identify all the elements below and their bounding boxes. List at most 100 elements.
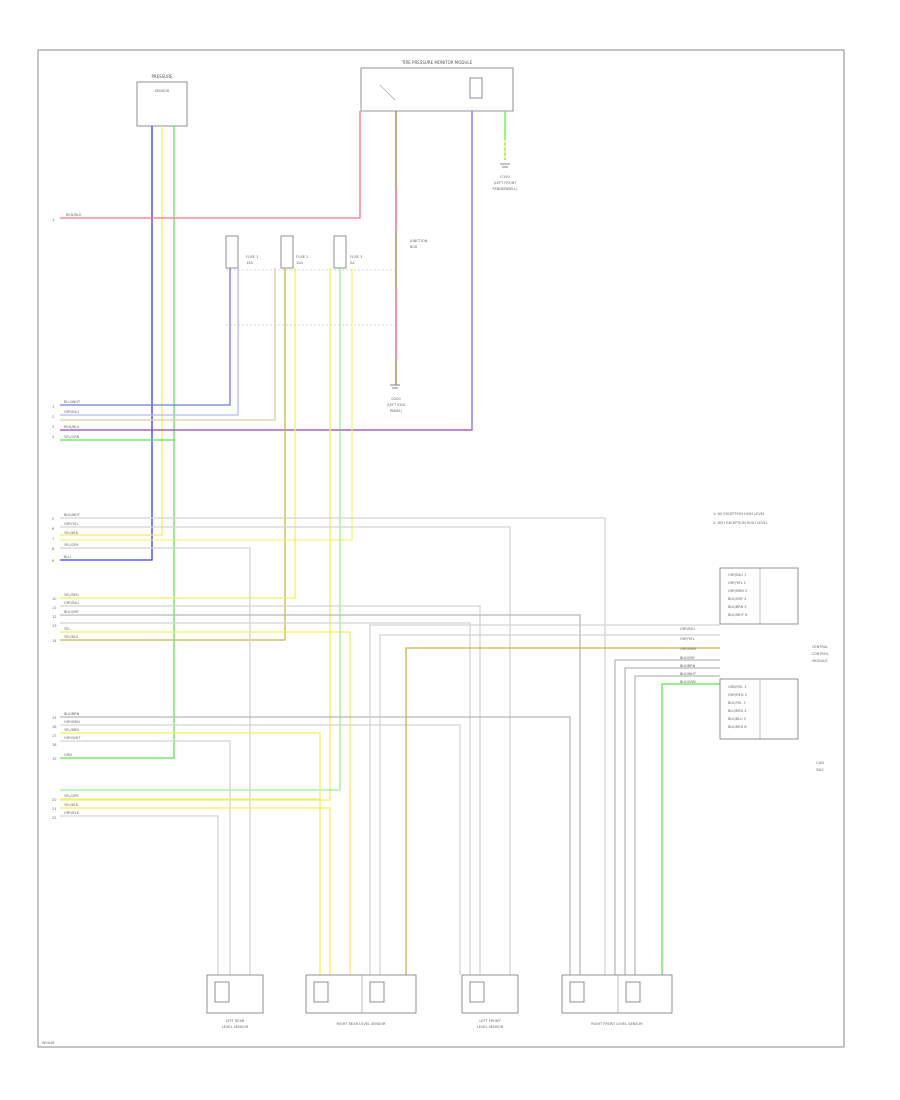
ground-mid-line3: PANEL) bbox=[390, 409, 403, 413]
g4-label-2: YEL/BRN bbox=[64, 728, 79, 732]
rm-label-3: BLK/GRY bbox=[680, 656, 696, 660]
pin-3: 3 bbox=[52, 425, 54, 429]
wires bbox=[60, 111, 720, 975]
fuse-block: FUSE 1 15A FUSE 2 10A FUSE 3 5A JUNCTION… bbox=[225, 235, 428, 326]
g5-label-1: YEL/BLK bbox=[64, 803, 79, 807]
right-bus-sub: BUS bbox=[816, 768, 824, 772]
right-module-labels: CENTRAL CONTROL MODULE CAN BUS bbox=[811, 645, 828, 772]
rm-label-1: GRY/YEL bbox=[680, 637, 695, 641]
rc-b-row-3: BLU/RED 4 bbox=[728, 709, 747, 713]
right-connector-a: GRY/BLU 1 GRY/YEL 2 GRY/BRN 3 BLK/GRY 4 … bbox=[719, 567, 799, 625]
pin-10: 10 bbox=[52, 597, 56, 601]
rc-a-row-1: GRY/YEL 2 bbox=[728, 581, 746, 585]
g2-label-2: YEL/BLK bbox=[64, 531, 79, 535]
junction-line2: BOX bbox=[410, 245, 418, 249]
sensor-left-front: LEFT FRONT LEVEL SENSOR bbox=[461, 974, 519, 1029]
pin-16: 16 bbox=[52, 725, 56, 729]
junction-line1: JUNCTION bbox=[409, 239, 428, 243]
ground-top-line1: G100 bbox=[500, 175, 509, 179]
rc-b-row-5: BLK/RED 6 bbox=[728, 725, 747, 729]
pin-21: 21 bbox=[52, 807, 56, 811]
rm-label-2: GRY/BRN bbox=[680, 647, 696, 651]
rm-label-5: BLK/WHT bbox=[680, 672, 697, 676]
right-module-title: CENTRAL bbox=[812, 645, 828, 649]
ground-top: G100 (LEFT FRONT FENDERWELL) bbox=[493, 111, 519, 191]
pin-12: 12 bbox=[52, 615, 56, 619]
fuse-a-sub: 15A bbox=[246, 261, 253, 265]
g5-label-2: GRY/BLK bbox=[64, 811, 80, 815]
g2-label-4: BLU bbox=[64, 555, 71, 559]
sensor-lr-line2: LEVEL SENSOR bbox=[222, 1025, 249, 1029]
sensor-right-front: RIGHT FRONT LEVEL SENSOR bbox=[561, 974, 673, 1026]
g4-label-1: GRY/BRN bbox=[64, 720, 80, 724]
pin-14: 14 bbox=[52, 639, 57, 643]
svg-text:1: 1 bbox=[52, 218, 54, 222]
ground-mid-line1: G200 bbox=[391, 397, 400, 401]
pin-11: 11 bbox=[52, 606, 56, 610]
pin-20: 20 bbox=[52, 798, 56, 802]
legend-item-2: 2: W/O EXCEPTION HIGH LEVEL bbox=[713, 521, 768, 525]
pin-17: 17 bbox=[52, 734, 56, 738]
g5-label-0: YEL/GRY bbox=[64, 794, 79, 798]
g2-label-1: GRY/YEL bbox=[64, 522, 79, 526]
rc-b-row-4: BLK/BLU 5 bbox=[728, 717, 746, 721]
rc-a-row-2: GRY/BRN 3 bbox=[728, 589, 747, 593]
g3-label-0: YEL/RED bbox=[64, 593, 79, 597]
fuse-b-label: FUSE 2 bbox=[296, 255, 308, 259]
rc-b-row-0: GRN/YEL 1 bbox=[728, 685, 747, 689]
pin-15: 15 bbox=[52, 716, 56, 720]
g3-label-4: YEL/BLU bbox=[64, 635, 79, 639]
pin-4: 4 bbox=[52, 435, 55, 439]
sensor-lf-line1: LEFT FRONT bbox=[479, 1019, 501, 1023]
sensor-left-rear: LEFT REAR LEVEL SENSOR bbox=[206, 974, 264, 1029]
rc-a-row-0: GRY/BLU 1 bbox=[728, 573, 746, 577]
rm-label-0: GRY/BLU bbox=[680, 627, 695, 631]
rc-b-row-2: BLK/YEL 3 bbox=[728, 701, 745, 705]
pin-7: 7 bbox=[52, 537, 54, 541]
right-mid-labels: GRY/BLU GRY/YEL GRY/BRN BLK/GRY BLK/BRN … bbox=[680, 627, 697, 684]
left-label-red: RED/BLU bbox=[66, 213, 82, 217]
pin-18: 18 bbox=[52, 743, 56, 747]
g4-label-0: BLK/BRN bbox=[64, 712, 80, 716]
ground-top-line3: FENDERWELL) bbox=[493, 187, 519, 191]
g2-label-0: BLK/WHT bbox=[64, 513, 81, 517]
fuse-c-sub: 5A bbox=[350, 261, 355, 265]
pin-22: 22 bbox=[52, 816, 56, 820]
ground-top-line2: (LEFT FRONT bbox=[494, 181, 518, 185]
sensor-right-rear: RIGHT REAR LEVEL SENSOR bbox=[305, 974, 417, 1026]
pin-5: 5 bbox=[52, 517, 54, 521]
ground-mid: G200 (LEFT KICK PANEL) bbox=[387, 384, 407, 413]
sensor-top-line1: PRESSURE bbox=[151, 74, 173, 79]
module-top-title: TIRE PRESSURE MONITOR MODULE bbox=[401, 60, 473, 65]
g1-label-3: YEL/GRN bbox=[64, 435, 80, 439]
fuse-a-label: FUSE 1 bbox=[246, 255, 258, 259]
rm-label-4: BLK/BRN bbox=[680, 664, 696, 668]
sensor-lr-line1: LEFT REAR bbox=[226, 1019, 245, 1023]
legend-item-1: 1: W/ EXCEPTION HIGH LEVEL bbox=[713, 512, 765, 516]
g1-label-1: GRY/BLU bbox=[64, 410, 79, 414]
ground-mid-line2: (LEFT KICK bbox=[387, 403, 407, 407]
g3-label-3: YEL bbox=[64, 627, 70, 631]
right-connector-b: GRN/YEL 1 GRY/RED 2 BLK/YEL 3 BLU/RED 4 … bbox=[719, 678, 799, 740]
sensor-rr-line1: RIGHT REAR LEVEL SENSOR bbox=[337, 1022, 386, 1026]
right-bus-title: CAN bbox=[816, 761, 824, 765]
right-module-sub: CONTROL bbox=[811, 652, 828, 656]
fuse-c-label: FUSE 3 bbox=[350, 255, 362, 259]
pin-1: 1 bbox=[52, 405, 54, 409]
legend: 1: W/ EXCEPTION HIGH LEVEL 2: W/O EXCEPT… bbox=[713, 512, 768, 525]
g1-label-2: RED/BLU bbox=[64, 425, 80, 429]
pin-9: 9 bbox=[52, 559, 54, 563]
rc-a-row-4: BLK/BRN 5 bbox=[728, 605, 747, 609]
pin-13: 13 bbox=[52, 624, 56, 628]
g4-label-3: GRY/WHT bbox=[64, 736, 81, 740]
diagram-frame bbox=[37, 49, 845, 1048]
rc-a-row-5: BLK/WHT 6 bbox=[728, 613, 747, 617]
g3-label-1: GRY/BLU bbox=[64, 601, 79, 605]
left-labels: 1 RED/BLU 1 2 3 4 BLU/WHT GRY/BLU RED/BL… bbox=[52, 213, 82, 820]
g1-label-0: BLU/WHT bbox=[64, 400, 81, 404]
pin-8: 8 bbox=[52, 547, 54, 551]
rm-label-6: BLK/GRN bbox=[680, 680, 696, 684]
pin-2: 2 bbox=[52, 415, 54, 419]
pin-19: 19 bbox=[52, 757, 56, 761]
